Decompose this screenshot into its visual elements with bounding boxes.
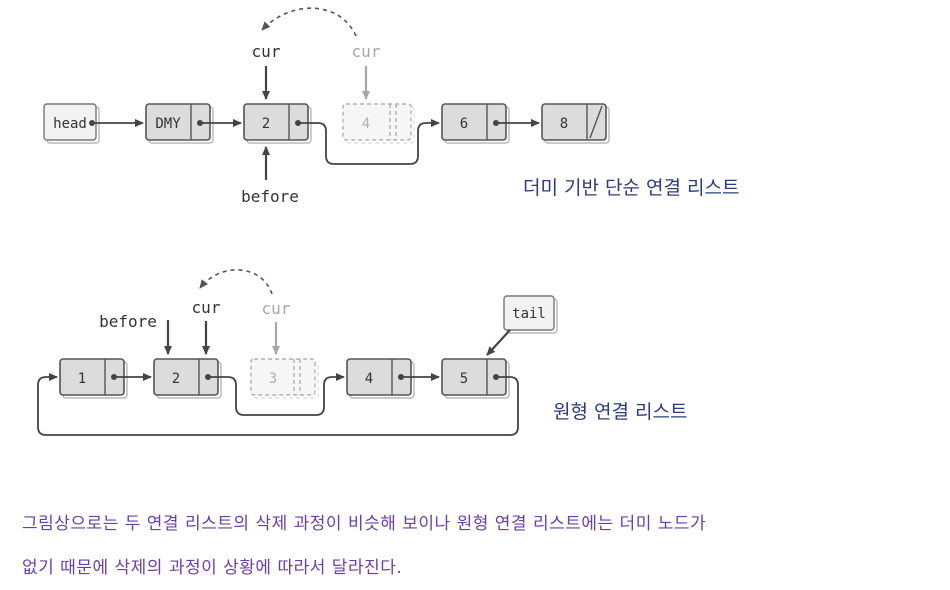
node-1-value: 1 — [78, 371, 86, 387]
caption-line-2: 없기 때문에 삭제의 과정이 상황에 따라서 달라진다. — [22, 558, 403, 578]
node-8-value: 8 — [560, 116, 568, 132]
node-4-deleted: 4 — [342, 103, 415, 144]
node-8: 8 — [541, 103, 610, 144]
node-6: 6 — [441, 103, 510, 144]
dummy-list-title: 더미 기반 단순 연결 리스트 — [523, 177, 740, 199]
node-dmy-value: DMY — [155, 116, 181, 132]
node-4-value: 4 — [362, 116, 370, 132]
diagram-canvas: head DMY 2 4 6 — [37, 7, 610, 436]
node-dmy: DMY — [145, 103, 214, 144]
node-1: 1 — [59, 358, 128, 399]
link-2-4-bypass — [208, 373, 345, 416]
link-2-6-bypass — [298, 119, 440, 165]
before-label: before — [241, 187, 299, 206]
node-2: 2 — [243, 103, 312, 144]
null-slash-icon — [589, 105, 603, 139]
circular-list-title: 원형 연결 리스트 — [553, 401, 688, 423]
cur-move-arrow-2 — [199, 269, 273, 295]
node-4b-value: 4 — [365, 371, 373, 387]
caption: 그림상으로는 두 연결 리스트의 삭제 과정이 비슷해 보이나 원형 연결 리스… — [22, 502, 932, 590]
cur-new-label-2: cur — [192, 298, 221, 317]
node-4b: 4 — [346, 358, 415, 399]
node-5: 5 — [441, 358, 510, 399]
circular-linked-list-diagram: 1 2 3 4 5 — [37, 269, 558, 436]
cur-old-label-2: cur — [262, 299, 291, 318]
tail-box: tail — [503, 295, 558, 334]
link-5-1-circular — [37, 373, 519, 436]
node-3-value: 3 — [269, 371, 277, 387]
node-5-value: 5 — [460, 371, 468, 387]
cur-new-label: cur — [252, 42, 281, 61]
node-2-value: 2 — [262, 116, 270, 132]
tail-arrow — [486, 329, 511, 356]
tail-label: tail — [512, 306, 546, 322]
node-2b: 2 — [153, 358, 222, 399]
node-6-value: 6 — [460, 116, 468, 132]
head-label: head — [53, 116, 87, 132]
node-2b-value: 2 — [172, 371, 180, 387]
before-label-2: before — [99, 312, 157, 331]
caption-line-1: 그림상으로는 두 연결 리스트의 삭제 과정이 비슷해 보이나 원형 연결 리스… — [22, 514, 707, 534]
cur-old-label: cur — [352, 42, 381, 61]
cur-move-arrow — [261, 7, 357, 37]
node-3-deleted: 3 — [250, 358, 319, 399]
head-box: head — [43, 103, 100, 144]
dummy-linked-list-diagram: head DMY 2 4 6 — [43, 7, 610, 206]
